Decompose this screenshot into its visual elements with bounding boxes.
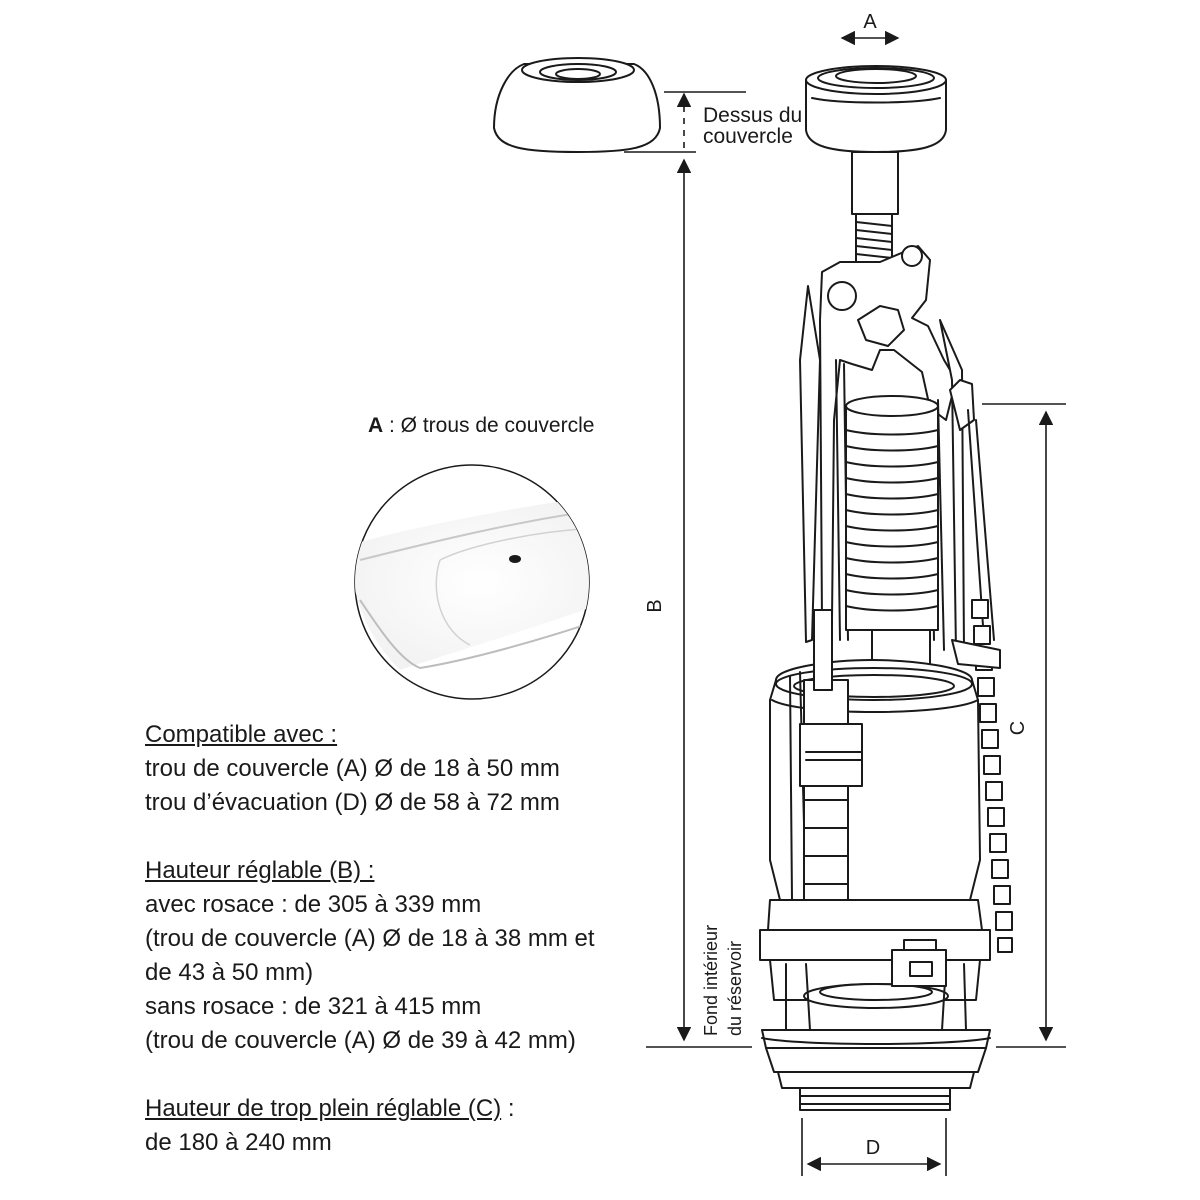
hole-caption-letter: A (368, 414, 384, 437)
overflow-title: Hauteur de trop plein réglable (C) (145, 1095, 502, 1122)
height-line-1: avec rosace : de 305 à 339 mm (145, 891, 482, 918)
compat-line-1: trou de couvercle (A) Ø de 18 à 50 mm (145, 755, 560, 782)
hole-caption: A : Ø trous de couvercle (368, 414, 594, 438)
overflow-chain (949, 379, 1013, 953)
hole-caption-text: : Ø trous de couvercle (383, 414, 595, 437)
tank-bottom-label-1: Fond intérieur (701, 925, 721, 1036)
dim-b-label: B (644, 599, 666, 612)
dim-a-label: A (863, 11, 877, 33)
float-cylinder (845, 395, 939, 691)
height-line-5: (trou de couvercle (A) Ø de 39 à 42 mm) (145, 1027, 576, 1054)
spec-text: Compatible avec : trou de couvercle (A) … (145, 718, 665, 1160)
compat-line-2: trou d’évacuation (D) Ø de 58 à 72 mm (145, 789, 560, 816)
lid-hole-inset (354, 464, 590, 700)
tank-bottom-label-2: du réservoir (725, 941, 745, 1036)
height-line-2: (trou de couvercle (A) Ø de 18 à 38 mm e… (145, 925, 595, 952)
guide-rack (799, 609, 863, 911)
dim-c-label: C (1007, 721, 1029, 735)
overflow-title-suffix: : (501, 1095, 515, 1122)
push-button (805, 65, 947, 153)
lid-top-label-2: couvercle (703, 125, 793, 148)
height-title: Hauteur réglable (B) : (145, 857, 375, 884)
height-line-4: sans rosace : de 321 à 415 mm (145, 993, 482, 1020)
overflow-line-1: de 180 à 240 mm (145, 1129, 332, 1156)
lid-top-label-1: Dessus du (703, 104, 802, 127)
lower-body (759, 899, 991, 1031)
bottom-thread (761, 1029, 991, 1111)
compat-title: Compatible avec : (145, 721, 338, 748)
rosette-cap (493, 57, 661, 153)
dim-d-label: D (866, 1137, 880, 1159)
height-line-3: de 43 à 50 mm) (145, 959, 314, 986)
